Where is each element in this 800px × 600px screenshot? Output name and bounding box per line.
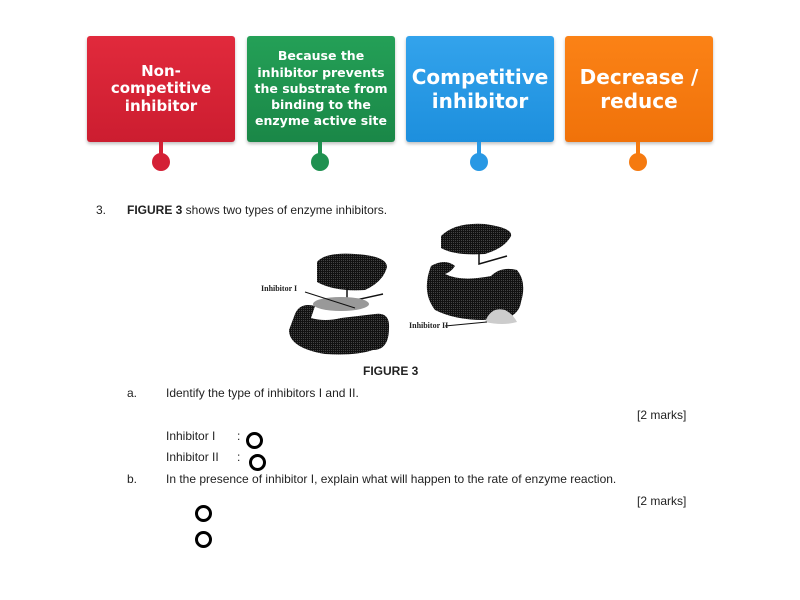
drop-zone-part-b-2[interactable] [195, 531, 212, 548]
answer-card-label: Because the inhibitor prevents the subst… [254, 48, 388, 129]
question-intro-text: shows two types of enzyme inhibitors. [182, 203, 388, 217]
figure-3-enzyme-diagram: Inhibitor I Inhibitor II [255, 222, 540, 362]
enzyme-inhibitor-illustration [289, 223, 524, 355]
colon-separator: : [237, 450, 241, 464]
figure-label-inhibitor-2: Inhibitor II [409, 321, 449, 330]
answer-card-explanation[interactable]: Because the inhibitor prevents the subst… [247, 36, 395, 142]
part-a-letter: a. [127, 386, 138, 400]
drop-target-dot[interactable] [152, 153, 170, 171]
answer-card-label: Competitive inhibitor [411, 65, 549, 113]
figure-reference: FIGURE 3 [127, 203, 183, 217]
part-b-marks: [2 marks] [637, 494, 687, 508]
colon-separator: : [237, 429, 241, 443]
answer-card-label: Decrease / reduce [579, 65, 699, 113]
drop-target-dot[interactable] [470, 153, 488, 171]
answer-card-label: Non-competitive inhibitor [110, 62, 212, 115]
answer-card-competitive[interactable]: Competitive inhibitor [406, 36, 554, 142]
part-b-text: In the presence of inhibitor I, explain … [166, 472, 617, 486]
question-number: 3. [96, 203, 107, 217]
drop-zone-inhibitor-2[interactable] [249, 454, 266, 471]
part-a-text: Identify the type of inhibitors I and II… [166, 386, 359, 400]
answer-card-non-competitive[interactable]: Non-competitive inhibitor [87, 36, 235, 142]
figure-label-inhibitor-1: Inhibitor I [261, 284, 298, 293]
card-connector-stem [477, 142, 481, 156]
drop-zone-part-b-1[interactable] [195, 505, 212, 522]
answer-card-decrease[interactable]: Decrease / reduce [565, 36, 713, 142]
part-a-marks: [2 marks] [637, 408, 687, 422]
card-connector-stem [636, 142, 640, 156]
drop-target-dot[interactable] [629, 153, 647, 171]
inhibitor-1-label: Inhibitor I [166, 429, 216, 443]
drop-target-dot[interactable] [311, 153, 329, 171]
question-intro: FIGURE 3 shows two types of enzyme inhib… [127, 203, 387, 217]
drop-zone-inhibitor-1[interactable] [246, 432, 263, 449]
figure-caption: FIGURE 3 [363, 364, 419, 378]
card-connector-stem [318, 142, 322, 156]
card-connector-stem [159, 142, 163, 156]
inhibitor-2-label: Inhibitor II [166, 450, 219, 464]
part-b-letter: b. [127, 472, 138, 486]
